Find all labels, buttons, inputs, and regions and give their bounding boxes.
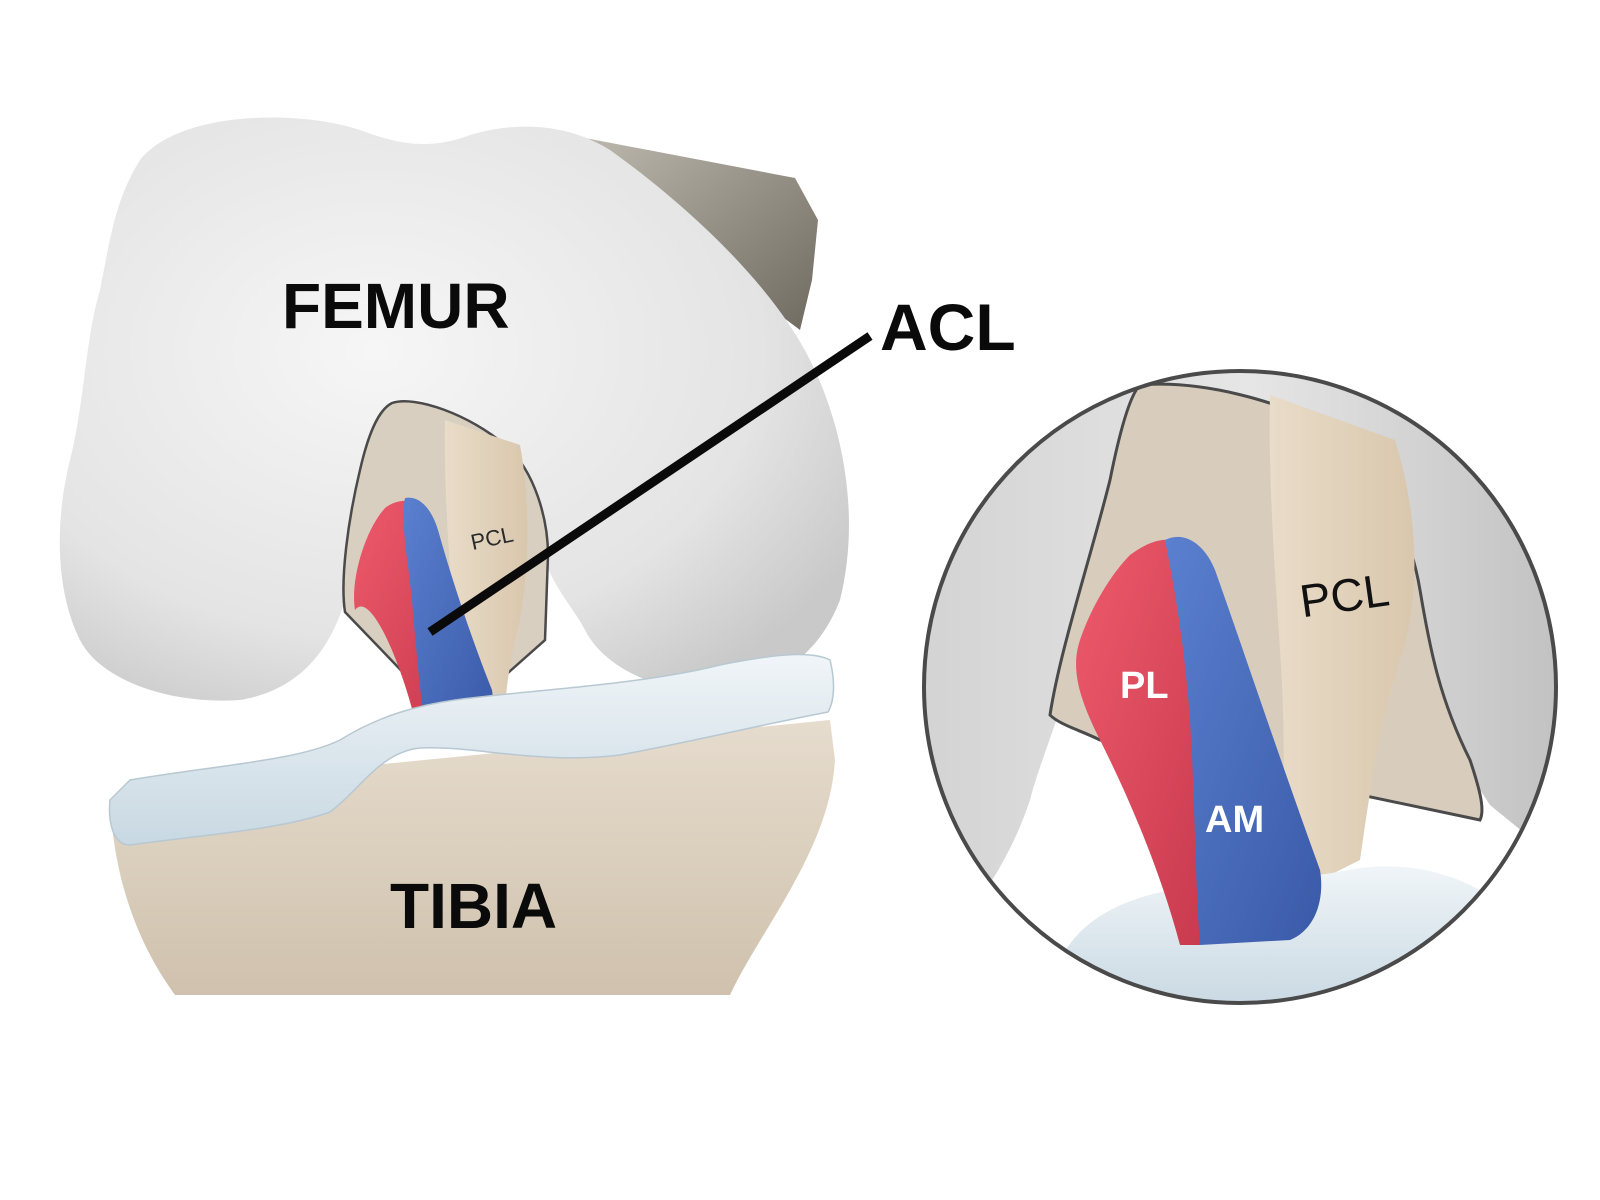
zoom-pcl-label: PCL: [1296, 563, 1392, 627]
zoom-femur: [924, 371, 1556, 960]
acl-callout-line: [427, 332, 873, 636]
zoom-inset: PCL PL AM: [922, 369, 1558, 1005]
am-label: AM: [1205, 799, 1264, 841]
zoom-pcl: [1269, 395, 1415, 880]
meniscus: [108, 653, 835, 846]
femur-bone: [59, 117, 849, 701]
acl-am-bundle: [403, 497, 493, 728]
pl-label: PL: [1120, 665, 1169, 707]
acl-label: ACL: [880, 290, 1016, 364]
femur-label: FEMUR: [282, 270, 510, 342]
zoom-am-bundle: [1165, 536, 1322, 945]
knee-overview: FEMUR TIBIA PCL: [59, 117, 849, 995]
tibia-label: TIBIA: [390, 870, 557, 942]
zoom-pl-bundle: [1076, 539, 1204, 945]
tibia-bone: [110, 720, 835, 995]
zoom-border: [922, 369, 1558, 1005]
